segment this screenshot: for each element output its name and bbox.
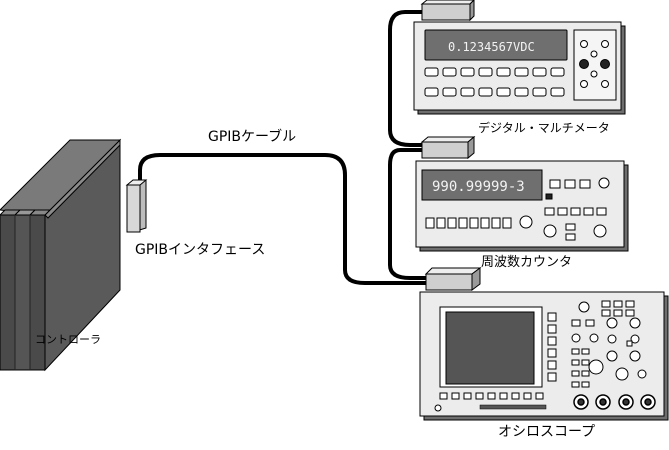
cable-counter-to-scope [388,148,432,280]
cable-multimeter-to-counter [388,10,427,147]
multimeter-buttons [424,67,565,97]
main-gpib-cable [138,153,432,285]
gpib-cables [138,10,432,285]
digital-multimeter: 0.1234567VDC [413,0,626,115]
multimeter-terminals [573,29,617,101]
gpib-cable-label: GPIBケーブル [208,128,296,145]
multimeter-display [424,29,568,61]
multimeter-gpib-connector [420,0,475,22]
scope-side-buttons [434,312,557,412]
multimeter-reading: 0.1234567VDC [448,40,535,54]
scope-slot [479,404,547,410]
scope-bnc-inputs [573,394,656,410]
controller-computer [0,138,122,372]
scope-gpib-connector [424,267,482,291]
oscilloscope-label: オシロスコープ [498,424,595,440]
counter-display [421,169,543,201]
gpib-interface-card [125,179,148,233]
multimeter-label: デジタル・マルチメータ [478,120,610,135]
controller-label: コントローラ [35,333,101,346]
frequency-counter: 990.99999-3 [415,135,629,252]
frequency-counter-label: 周波数カウンタ [481,255,572,270]
scope-controls [571,300,647,388]
counter-gpib-connector [420,135,476,160]
counter-reading: 990.99999-3 [432,179,525,195]
counter-controls [425,177,610,241]
scope-screen [445,311,535,385]
oscilloscope [419,267,669,421]
gpib-interface-label: GPIBインタフェース [135,242,265,258]
